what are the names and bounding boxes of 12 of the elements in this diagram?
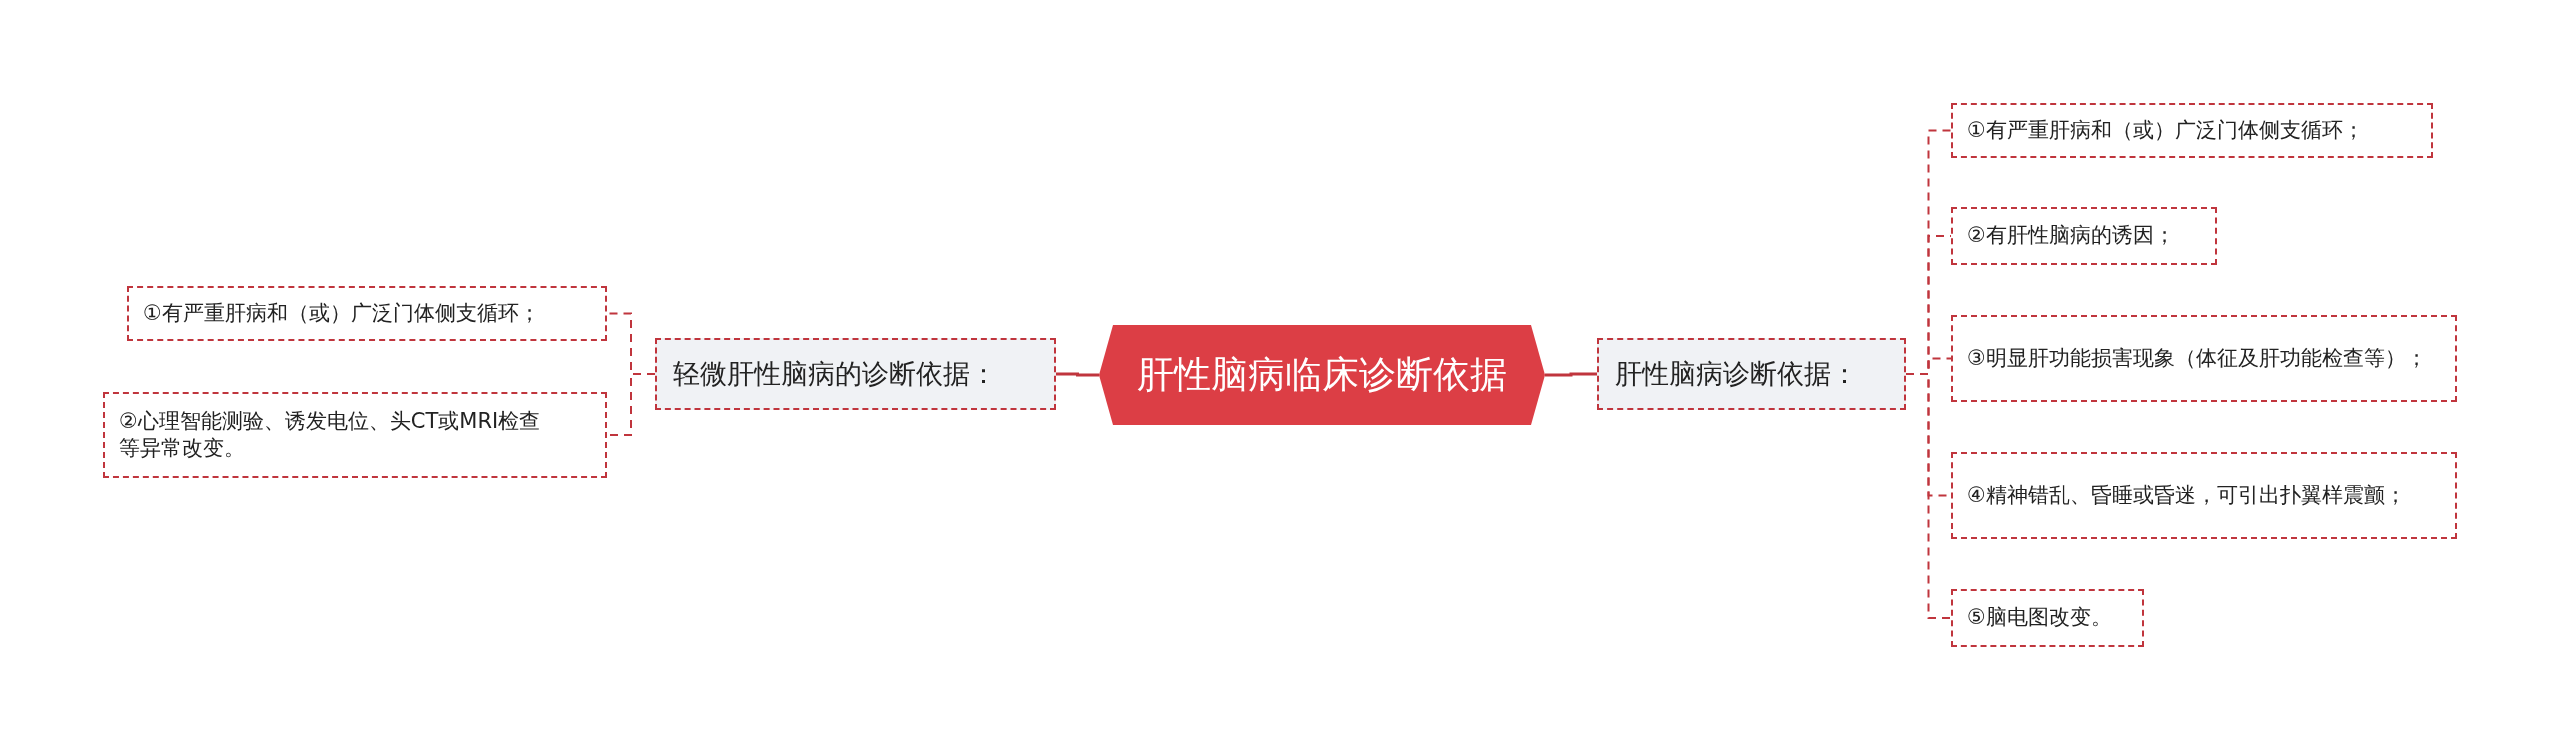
leaf-box: ②有肝性脑病的诱因；	[1951, 207, 2217, 265]
leaf-box: ⑤脑电图改变。	[1951, 589, 2144, 647]
branch-box: 肝性脑病诊断依据：	[1597, 338, 1906, 410]
connector-line	[1905, 373, 1952, 619]
connector-line	[1056, 372, 1099, 377]
branch-box: 轻微肝性脑病的诊断依据：	[655, 338, 1056, 410]
connector-line	[1545, 372, 1597, 377]
leaf-box: ①有严重肝病和（或）广泛门体侧支循环；	[127, 286, 607, 341]
leaf-box: ④精神错乱、昏睡或昏迷，可引出扑翼样震颤；	[1951, 452, 2457, 539]
leaf-box: ①有严重肝病和（或）广泛门体侧支循环；	[1951, 103, 2433, 158]
leaf-box: ②心理智能测验、诱发电位、头CT或MRI检查等异常改变。	[103, 392, 607, 478]
leaf-box: ③明显肝功能损害现象（体征及肝功能检查等）；	[1951, 315, 2457, 402]
